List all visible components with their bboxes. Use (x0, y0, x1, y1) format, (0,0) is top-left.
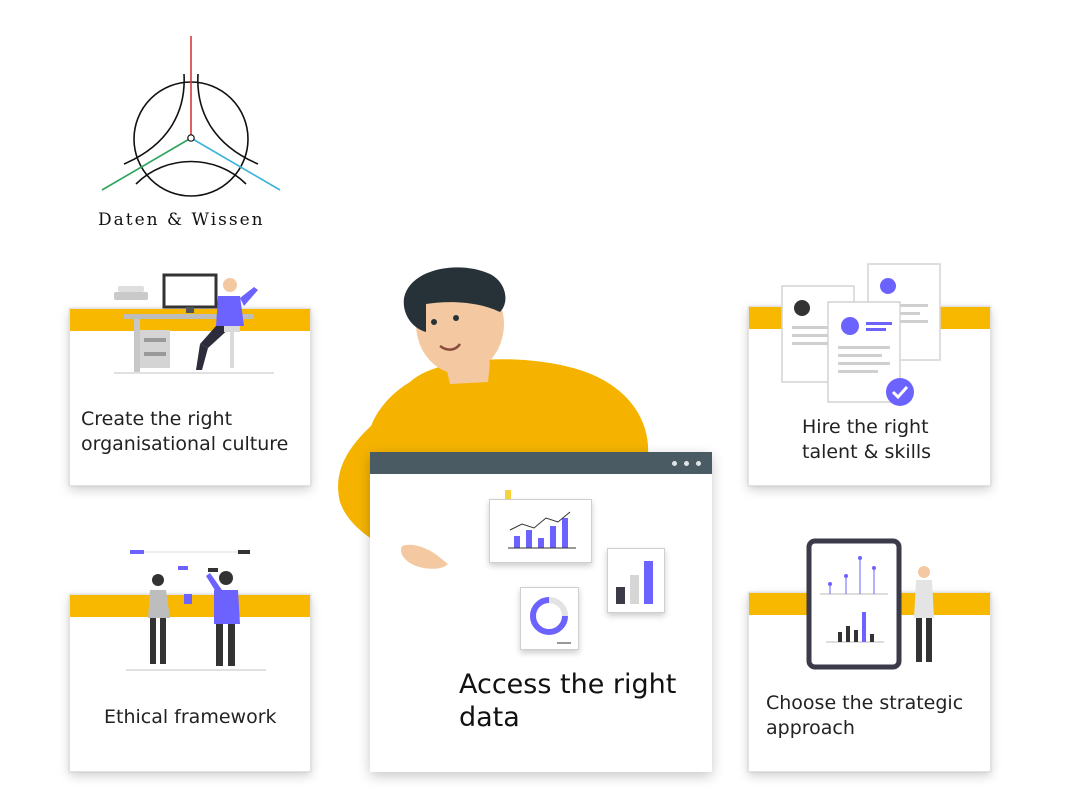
resume-documents-illustration (781, 263, 941, 406)
card-ethics-label: Ethical framework (104, 706, 277, 728)
desk-worker-illustration (114, 273, 274, 374)
window-dot-icon (696, 461, 701, 466)
center-title: Access the right data (459, 669, 677, 733)
mini-bar-chart (607, 548, 665, 613)
mini-line-bar-chart (489, 499, 592, 563)
daten-wissen-logo (101, 36, 281, 197)
mini-chart-graphic (530, 597, 571, 644)
people-board-illustration (126, 550, 266, 671)
card-ethics: Ethical framework (69, 594, 311, 772)
card-culture-label: Create the right organisational culture (81, 408, 289, 455)
browser-top-bar (370, 452, 712, 474)
mini-donut-chart (520, 587, 579, 650)
window-dot-icon (672, 461, 677, 466)
hand-illustration (400, 544, 448, 569)
person-illustration (338, 267, 649, 569)
brand-name: Daten & Wissen (98, 210, 265, 230)
card-strategy-label: Choose the strategic approach (766, 692, 964, 739)
card-hire-label: Hire the right talent & skills (802, 416, 932, 463)
mini-chart-graphic (616, 561, 653, 604)
window-dot-icon (684, 461, 689, 466)
card-culture: Create the right organisational culture (69, 308, 311, 486)
yellow-marker (505, 490, 511, 499)
card-accent-bar (70, 595, 310, 617)
mini-chart-graphic (508, 511, 576, 549)
tablet-analytics-illustration (806, 538, 934, 670)
